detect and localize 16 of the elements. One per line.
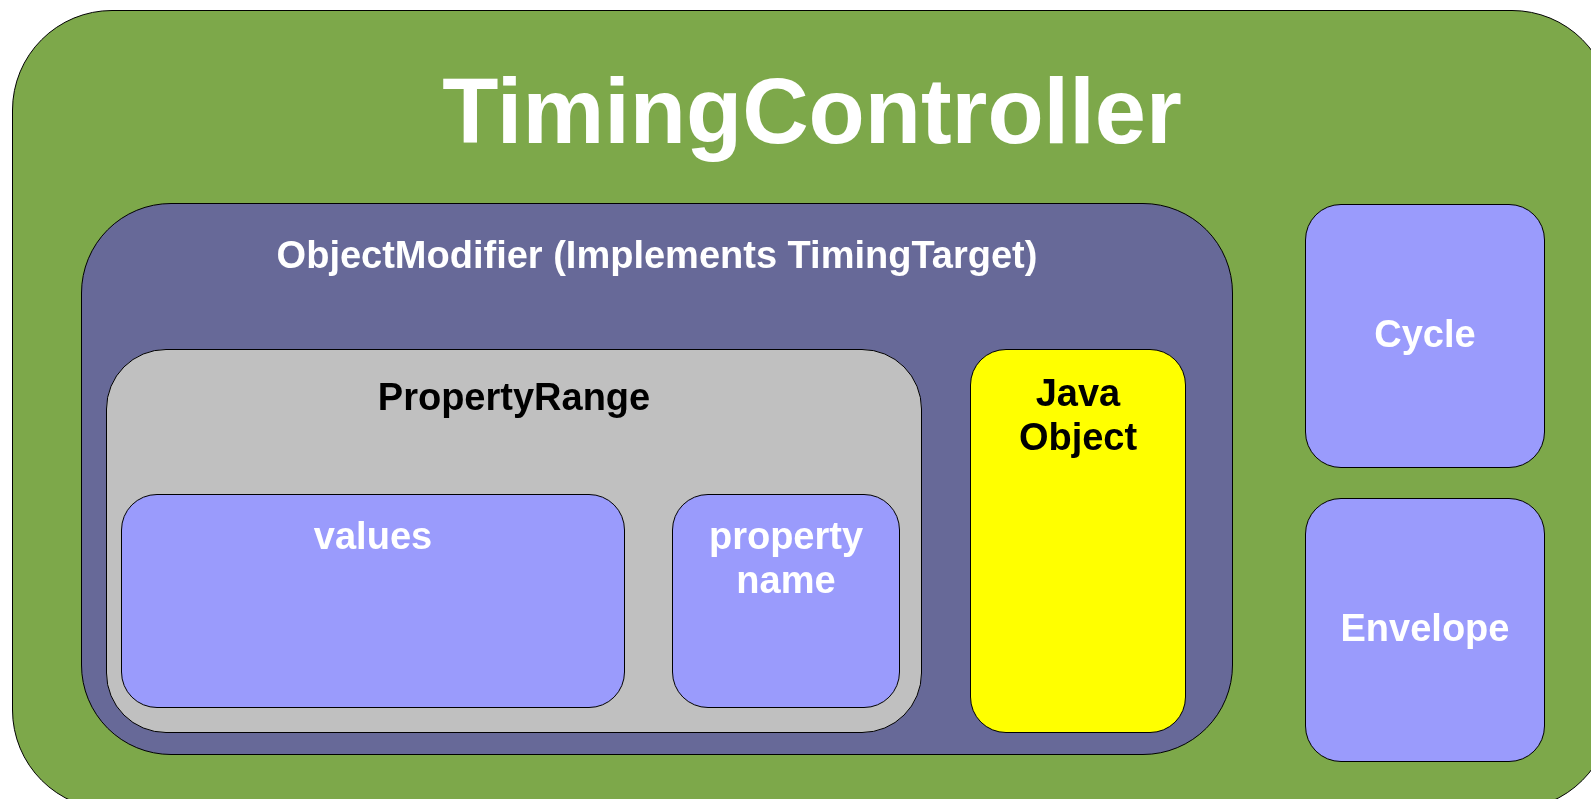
outer-panel bbox=[12, 10, 1591, 799]
panel-title: ObjectModifier (Implements TimingTarget) bbox=[275, 234, 1039, 278]
box bbox=[970, 349, 1186, 733]
box-label: Cycle bbox=[1373, 313, 1477, 357]
panel-title: TimingController bbox=[441, 59, 1183, 164]
box bbox=[672, 494, 900, 708]
box bbox=[121, 494, 625, 708]
box-label: Java Object bbox=[1017, 372, 1139, 460]
box-label: Envelope bbox=[1339, 607, 1511, 651]
box-label: values bbox=[312, 515, 434, 559]
panel bbox=[106, 349, 922, 733]
panel-title: PropertyRange bbox=[376, 376, 652, 420]
box-label: property name bbox=[707, 515, 865, 603]
box bbox=[1305, 204, 1545, 468]
box bbox=[1305, 498, 1545, 762]
panel bbox=[81, 203, 1233, 755]
